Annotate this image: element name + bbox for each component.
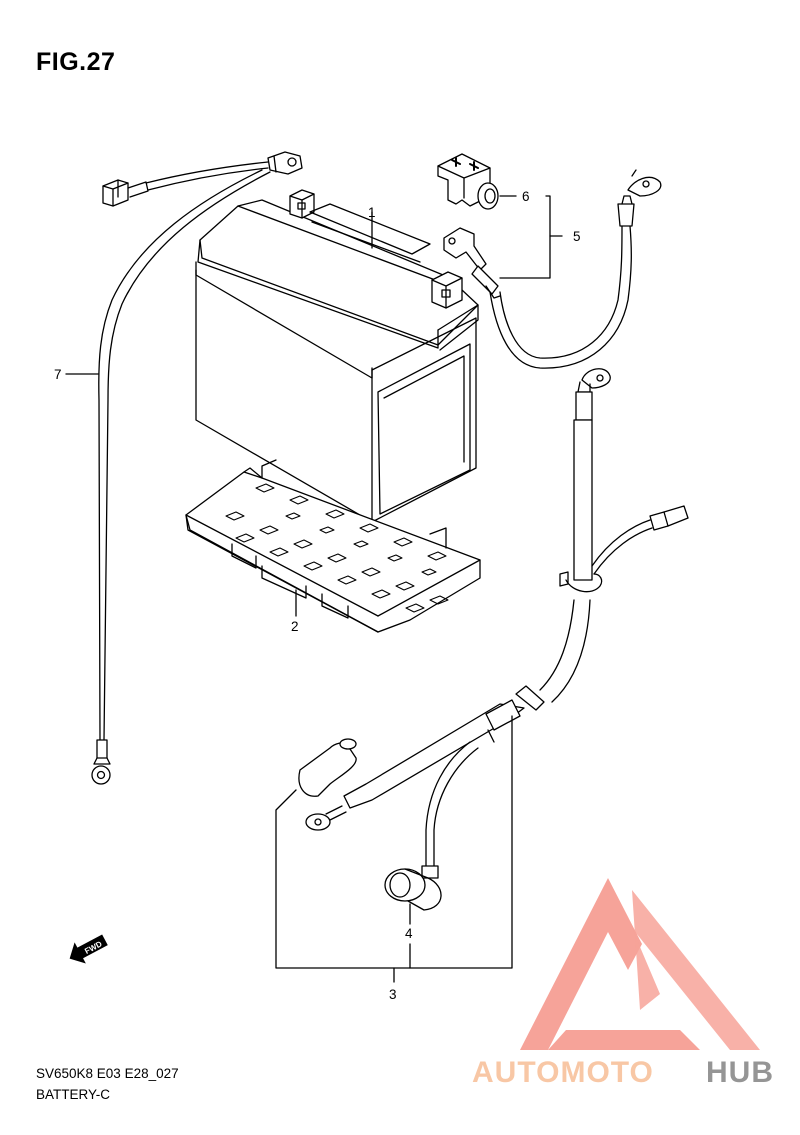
- callout-4: 4: [405, 926, 413, 941]
- fwd-arrow-icon: FWD: [69, 934, 108, 964]
- positive-cable-5: [443, 169, 662, 369]
- callout-5: 5: [573, 229, 581, 244]
- callout-2: 2: [291, 619, 299, 634]
- callout-3: 3: [389, 987, 397, 1002]
- watermark-text-part2: HUB: [706, 1056, 774, 1089]
- callout-6: 6: [522, 189, 530, 204]
- bracket-5-6: [499, 195, 551, 279]
- sensor-4: [384, 741, 479, 911]
- callout-1: 1: [368, 205, 376, 220]
- model-code: SV650K8 E03 E28_027: [36, 1066, 179, 1081]
- wire-harness-7: [91, 151, 303, 785]
- battery-1: [195, 189, 479, 523]
- section-name: BATTERY-C: [36, 1087, 111, 1102]
- watermark-text-part1: AUTOMOTO: [472, 1056, 654, 1089]
- battery-tray-2: [185, 459, 481, 633]
- figure-title: FIG.27: [36, 48, 116, 76]
- watermark-logo: AUTOMOTO HUB: [472, 878, 774, 1089]
- callout-7: 7: [54, 367, 62, 382]
- negative-cable-3: [298, 368, 689, 831]
- bracket-3: [275, 715, 513, 969]
- terminal-cover-6: [437, 153, 499, 210]
